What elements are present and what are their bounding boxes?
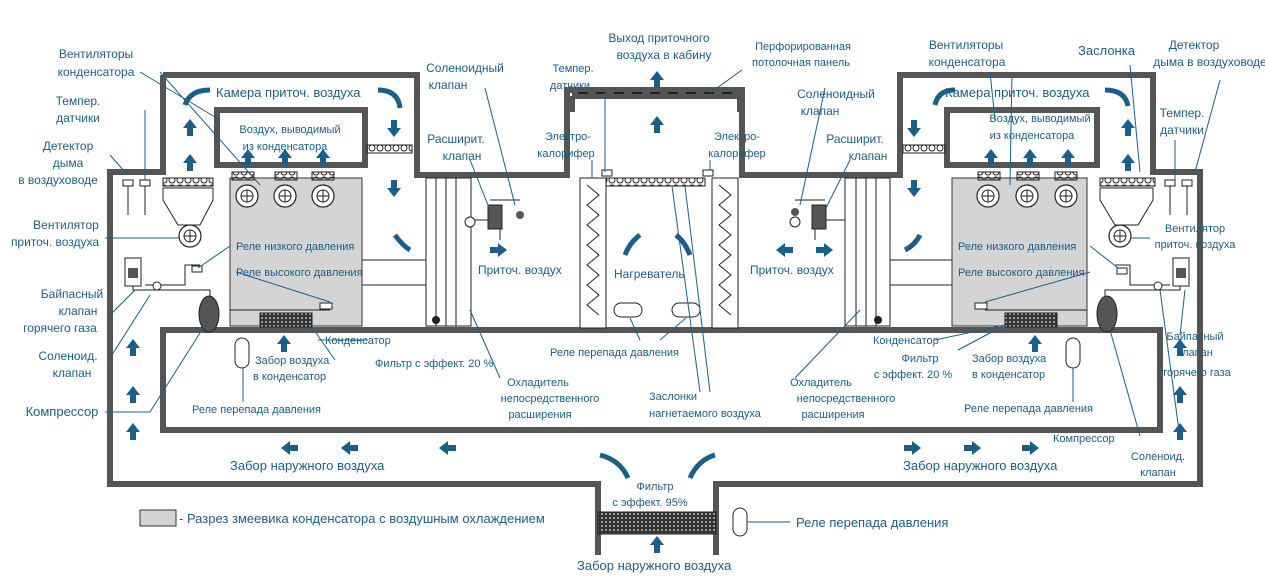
compressor-right-label: Компрессор: [1053, 433, 1115, 445]
condenser-fan-icon: [273, 184, 297, 208]
condenser-right-label: Конденсатор: [873, 335, 939, 347]
damper-chains: [162, 144, 1156, 187]
dp-relay-left-label: Реле перепада давления: [192, 404, 321, 416]
compressor-right-icon: [1096, 295, 1118, 333]
bypass-valve-left-icon: [124, 257, 162, 291]
dp-relay-left-icon: [234, 337, 250, 369]
dp-relay-right-label: Реле перепада давления: [964, 403, 1093, 415]
expansion-valve-left-icon: [464, 204, 524, 230]
heater-left-label: Электро-калорифер: [537, 131, 594, 160]
evaporator-left: [425, 177, 472, 327]
dp-relay-center-right-icon: [671, 302, 701, 318]
supply-fan-left: [162, 187, 214, 248]
filter20-left-label: Фильтр с эффект. 20 %: [375, 358, 494, 370]
high-pressure-left-label: Реле высокого давления: [236, 267, 363, 279]
plenum-left-label: Камера приточ. воздуха: [216, 85, 361, 100]
dp-relay-right-icon: [1065, 337, 1081, 369]
duct-walls: [107, 72, 1203, 555]
solenoid-valve-left-label: Соленоид.клапан: [38, 349, 97, 380]
heater-coil-right: [711, 177, 739, 329]
low-pressure-right-label: Реле низкого давления: [958, 241, 1076, 253]
damper-right-label: Заслонка: [1078, 43, 1136, 58]
outside-intake-right-label: Забор наружного воздуха: [903, 458, 1058, 473]
bypass-valve-right-icon: [1153, 257, 1190, 291]
condenser-fan-icon: [235, 184, 259, 208]
compressor-left-label: Компрессор: [26, 404, 99, 419]
outside-intake-left-label: Забор наружного воздуха: [230, 458, 385, 473]
dp-relay-bottom-icon: [732, 507, 748, 537]
outside-intake-bottom-label: Забор наружного воздуха: [577, 558, 732, 573]
supply-fan-right: [1099, 187, 1154, 248]
supply-air-left-label: Приточ. воздух: [478, 263, 562, 277]
expansion-valve-right-icon: [789, 204, 827, 230]
heater-center-label: Нагреватель: [614, 267, 685, 281]
plenum-right-label: Камера приточ. воздуха: [945, 85, 1090, 100]
airflow-arrows: [126, 71, 1187, 553]
condenser-fan-icon: [976, 184, 1000, 208]
filter-95-icon: [597, 511, 717, 535]
exp-valve-left-label: Расширит.клапан: [427, 132, 485, 163]
condenser-left-label: Конденсатор: [325, 335, 391, 347]
condenser-fan-icon: [1015, 184, 1039, 208]
compressor-left-icon: [198, 295, 220, 333]
exp-valve-right-label: Расширит.клапан: [826, 132, 887, 163]
high-pressure-right-label: Реле высокого давления: [958, 267, 1085, 279]
condenser-fan-icon: [1054, 184, 1078, 208]
condenser-left-icon: [259, 312, 313, 328]
temp-center-label: Темпер.датчики: [550, 63, 594, 92]
condenser-fan-icon: [311, 184, 335, 208]
low-pressure-left-label: Реле низкого давления: [236, 241, 354, 253]
legend-label: - Разрез змеевика конденсатора с воздушн…: [179, 511, 545, 526]
heater-coil-left: [579, 177, 607, 329]
supply-air-right-label: Приточ. воздух: [750, 263, 834, 277]
evaporator-right: [844, 177, 891, 327]
temp-sensors-right-label: Темпер.датчики: [1160, 106, 1205, 137]
leader-lines: [105, 64, 1221, 523]
condenser-right-icon: [1004, 312, 1058, 328]
solenoid-valve-right-label: Соленоид.клапан: [1131, 451, 1185, 479]
temp-sensors-left-label: Темпер.датчики: [56, 94, 101, 125]
dp-relay-center-left-icon: [613, 302, 643, 318]
dp-relay-center-label: Реле перепада давления: [550, 347, 679, 359]
condenser-coil-left: [229, 177, 363, 327]
dp-relay-bottom-label: Реле перепада давления: [796, 515, 948, 530]
legend-swatch: [139, 509, 177, 527]
heater-right-label: Электро-калорифер: [708, 131, 765, 160]
